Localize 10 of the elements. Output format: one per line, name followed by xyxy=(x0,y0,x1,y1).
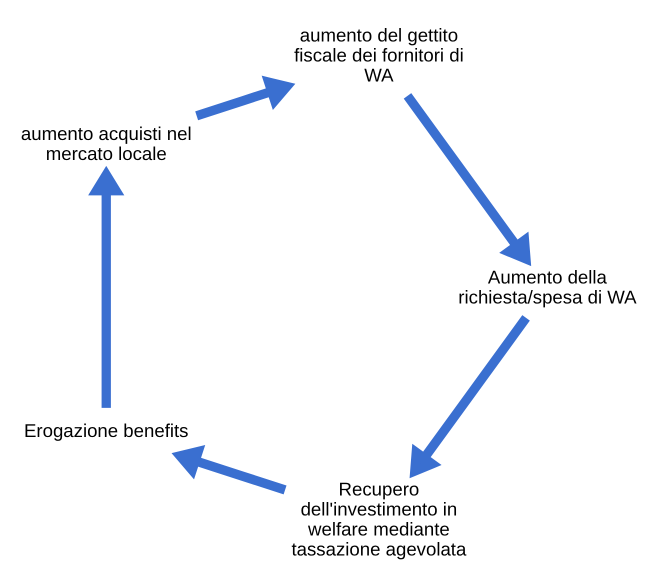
arrow xyxy=(172,444,286,494)
arrow xyxy=(404,92,532,266)
node-text: Aumento della richiesta/spesa di WA xyxy=(458,266,637,307)
node-text: aumento del gettito fiscale dei fornitori di WA xyxy=(294,24,464,85)
node-text: aumento acquisti nel mercato locale xyxy=(20,122,192,164)
node-text: Erogazione benefits xyxy=(24,419,188,440)
node-text: Recupero dell'investimento in welfare mediante tassazione agevolata xyxy=(291,478,466,559)
arrow xyxy=(195,75,296,120)
arrow xyxy=(88,165,124,408)
arrow xyxy=(410,314,530,478)
